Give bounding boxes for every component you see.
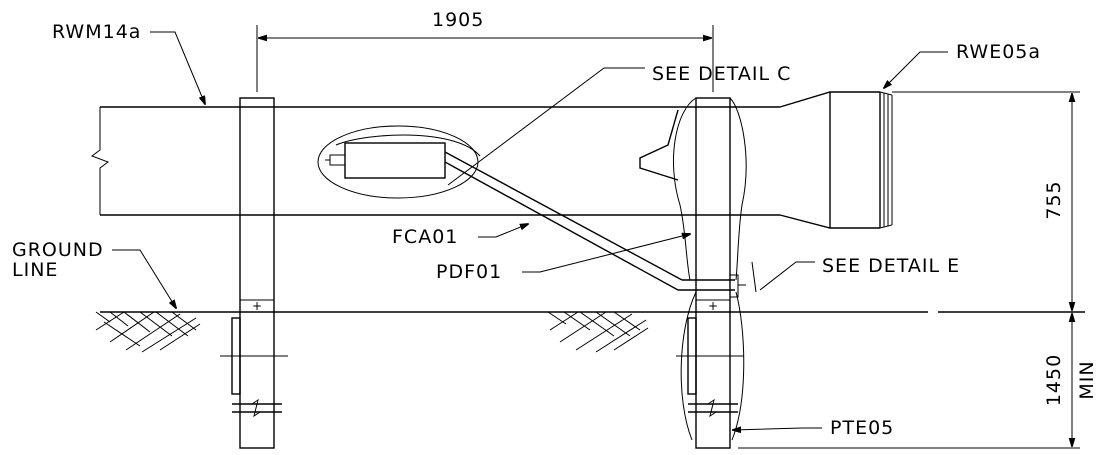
soil-hatch-middle xyxy=(547,311,649,353)
label-fca01: FCA01 xyxy=(392,226,458,248)
soil-hatch-left xyxy=(95,311,201,353)
label-line: LINE xyxy=(12,259,58,281)
post-blockout xyxy=(639,109,679,181)
post-outline-curve-left xyxy=(672,97,697,281)
label-pte05: PTE05 xyxy=(830,417,894,439)
rail-break-line xyxy=(90,107,110,215)
label-rwm14a: RWM14a xyxy=(52,21,141,43)
detail-c-loop xyxy=(335,134,481,157)
dim-embed-note: MIN xyxy=(1076,360,1098,399)
rail-beam xyxy=(90,91,880,229)
post-left-plus: + xyxy=(252,299,263,313)
post-right: + xyxy=(676,97,744,449)
label-ground: GROUND xyxy=(12,239,104,261)
dim-height-text: 755 xyxy=(1043,180,1065,219)
dim-span-text: 1905 xyxy=(432,9,484,31)
dimension-height: 755 xyxy=(892,91,1080,310)
post-outline-curve-right xyxy=(729,97,747,281)
dimension-span: 1905 xyxy=(256,9,714,92)
label-rwe05a: RWE05a xyxy=(956,41,1041,63)
detail-c-ellipse xyxy=(317,125,479,199)
label-detail-c: SEE DETAIL C xyxy=(652,63,791,85)
dim-embed-text: 1450 xyxy=(1043,354,1065,406)
cable-anchor-fca01 xyxy=(317,125,746,298)
post-left: + xyxy=(220,97,288,449)
dimension-embed: 1450 MIN xyxy=(738,314,1098,449)
label-detail-e: SEE DETAIL E xyxy=(822,255,960,277)
post-right-plus: + xyxy=(708,299,719,313)
label-pdf01: PDF01 xyxy=(436,261,502,283)
detail-e-loop xyxy=(680,291,745,441)
end-terminal-rwe05a xyxy=(829,91,893,229)
